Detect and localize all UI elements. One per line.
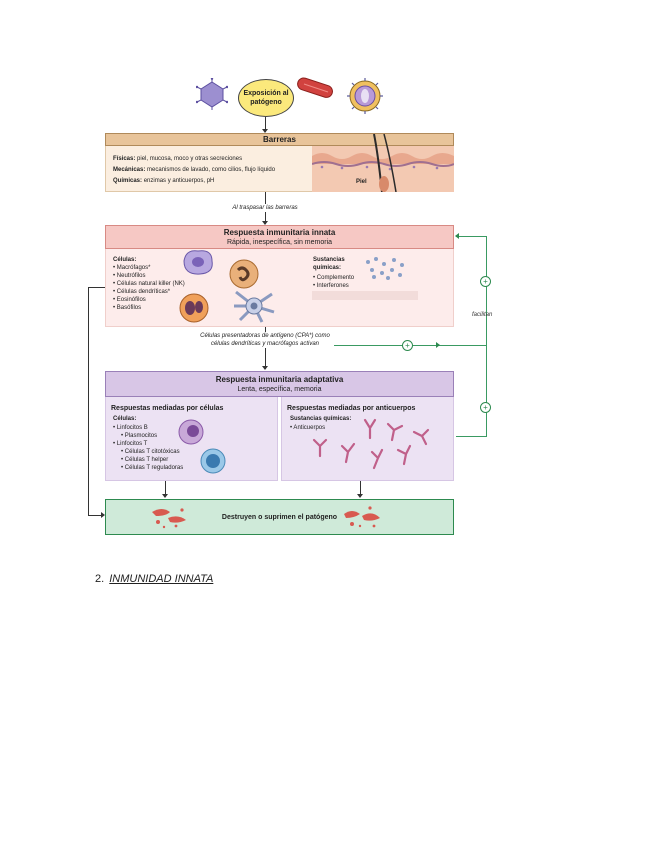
breach-text: Al traspasar las barreras (215, 204, 315, 212)
section-title: INMUNIDAD INNATA (109, 573, 214, 585)
plus-sign-apc: + (402, 340, 413, 351)
adaptive-antibody-panel (281, 397, 454, 481)
innate-header: Respuesta inmunitaria innata Rápida, ine… (105, 225, 454, 249)
innate-cell-2: • Células natural killer (NK) (113, 281, 185, 287)
skin-label: Piel (356, 179, 367, 185)
section-heading: 2. INMUNIDAD INNATA (95, 573, 213, 586)
t-cell-icon (199, 447, 227, 475)
innate-title: Respuesta inmunitaria innata (223, 228, 336, 237)
antibodies-illustration (310, 416, 440, 474)
left-line-vertical (88, 287, 89, 515)
left-line-bottom (88, 515, 102, 516)
outcome-label: Destruyen o suprimen el patógeno (221, 514, 338, 521)
feedback-top-horizontal (456, 236, 487, 237)
facilitan-label: facilitan (472, 312, 493, 318)
adaptive-item-4: • Células T helper (121, 457, 169, 463)
bacterium-icon (294, 76, 338, 100)
antibody-item-0: • Anticuerpos (290, 425, 326, 431)
adaptive-item-3: • Células T citotóxicas (121, 449, 180, 455)
barrier-line-chemical: Químicas: enzimas y anticuerpos, pH (113, 178, 215, 184)
virus-icon (195, 77, 229, 110)
innate-chem-1: • Interferones (313, 283, 349, 289)
neutrophil-icon (228, 258, 260, 290)
plus-sign-top: + (480, 276, 491, 287)
innate-cell-4: • Eosinófilos (113, 297, 146, 303)
destroyed-pathogen-right-icon (340, 504, 384, 530)
eosinophil-icon (178, 292, 210, 324)
enveloped-virus-icon (344, 77, 386, 115)
adaptive-item-0: • Linfocitos B (113, 425, 148, 431)
arrow-antibody-to-outcome (360, 481, 361, 496)
plasma-cell-icon (177, 418, 205, 446)
adaptive-item-1: • Plasmocitos (121, 433, 158, 439)
innate-chem-0: • Complemento (313, 275, 355, 281)
adaptive-title: Respuesta inmunitaria adaptativa (215, 375, 344, 384)
arrow-exposure-to-barriers (265, 117, 266, 132)
cell-mediated-title: Respuestas mediadas por células (111, 405, 224, 412)
feedback-bottom-horizontal (456, 436, 487, 437)
chemical-particles-icon (364, 256, 408, 280)
innate-chem-shading (312, 291, 418, 300)
adaptive-item-2: • Linfocitos T (113, 441, 148, 447)
skin-illustration: Piel (311, 133, 455, 193)
apc-text: Células presentadoras de antígeno (CPA*)… (196, 332, 334, 348)
antibody-chem-title: Sustancias químicas: (290, 416, 352, 422)
barriers-header: Barreras (105, 133, 454, 146)
plus-sign-bottom: + (480, 402, 491, 413)
exposure-label: Exposición al patógeno (243, 90, 289, 106)
destroyed-pathogen-left-icon (148, 504, 192, 530)
barrier-line-physical: Físicas: piel, mucosa, moco y otras secr… (113, 156, 243, 162)
innate-subtitle: Rápida, inespecífica, sin memoria (226, 239, 333, 246)
exposure-bubble: Exposición al patógeno (238, 79, 294, 117)
innate-body (105, 249, 454, 327)
arrow-cell-to-outcome (165, 481, 166, 496)
feedback-right-vertical (486, 236, 487, 437)
innate-chem-title: Sustancias químicas: (313, 257, 345, 271)
innate-cell-5: • Basófilos (113, 305, 142, 311)
macrophage-icon (180, 247, 216, 277)
barriers-title: Barreras (263, 135, 296, 144)
dendritic-cell-icon (232, 288, 276, 324)
cell-mediated-cells-title: Células: (113, 416, 137, 422)
adaptive-subtitle: Lenta, específica, memoria (237, 386, 322, 393)
barrier-line-mechanical: Mecánicas: mecanismos de lavado, como ci… (113, 167, 276, 173)
outcome-box: Destruyen o suprimen el patógeno (105, 499, 454, 535)
antibody-title: Respuestas mediadas por anticuerpos (287, 405, 416, 412)
arrow-innate-to-adaptive (265, 327, 266, 369)
innate-cell-0: • Macrófagos* (113, 265, 151, 271)
innate-cell-3: • Células dendríticas* (113, 289, 171, 295)
innate-cells-title: Células: (113, 257, 137, 263)
adaptive-item-5: • Células T reguladoras (121, 465, 184, 471)
left-line-top (88, 287, 105, 288)
adaptive-header: Respuesta inmunitaria adaptativa Lenta, … (105, 371, 454, 397)
innate-cell-1: • Neutrófilos (113, 273, 146, 279)
section-number: 2. (95, 573, 105, 585)
